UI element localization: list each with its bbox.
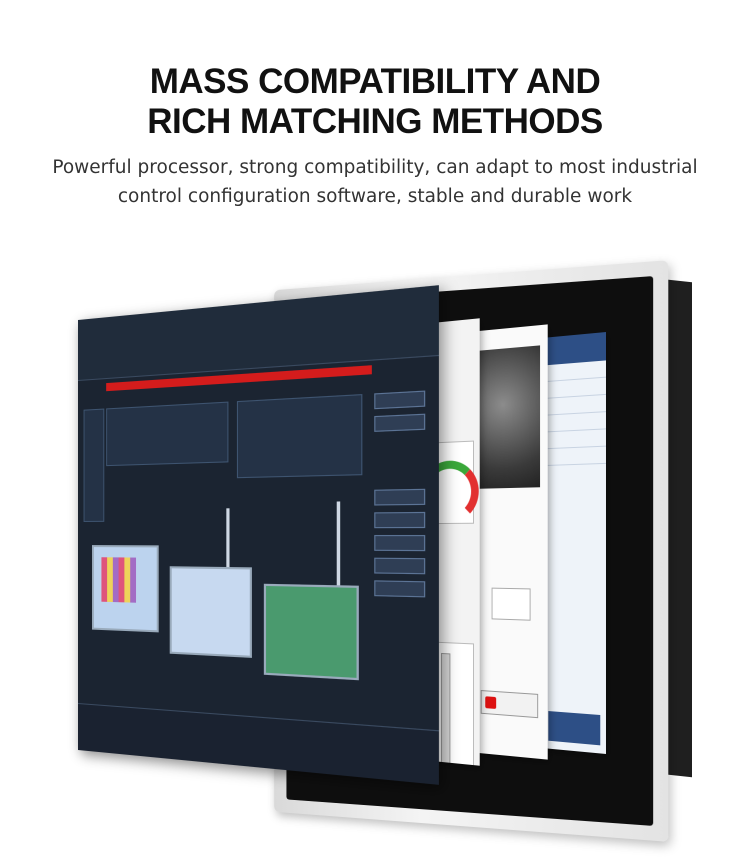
level-tube: [441, 652, 451, 766]
clock-panel: [548, 711, 601, 746]
mode-button: [374, 413, 426, 432]
hmi-topbar: [78, 285, 439, 381]
hmi-footer-nav: [78, 703, 439, 785]
pause-button: [374, 511, 426, 529]
mode-button: [374, 390, 426, 410]
product-illustration: [0, 250, 750, 850]
reset-button: [374, 557, 426, 575]
start-button: [374, 488, 426, 506]
software-screen-xray: [473, 324, 548, 760]
side-box: [83, 408, 105, 522]
subtitle: Powerful processor, strong compatibility…: [30, 153, 720, 211]
data-box: [106, 401, 229, 467]
software-screen-table: [542, 332, 606, 754]
tank: [169, 566, 252, 658]
tank-content: [101, 557, 137, 603]
table-row: [542, 446, 606, 467]
subtitle-line-2: control configuration software, stable a…: [117, 186, 633, 207]
headline-line-1: MASS COMPATIBILITY AND: [149, 62, 601, 101]
cancel-button: [374, 580, 426, 598]
headline-line-2: RICH MATCHING METHODS: [147, 102, 603, 141]
subtitle-line-1: Powerful processor, strong compatibility…: [52, 157, 698, 178]
data-box: [236, 394, 363, 479]
tank: [263, 583, 359, 681]
tank: [91, 545, 159, 633]
headline: MASS COMPATIBILITY AND RICH MATCHING MET…: [0, 62, 750, 142]
stop-button: [374, 535, 426, 552]
hmi-screen: [78, 285, 439, 785]
alarm-button: [480, 690, 539, 719]
dialog-box: [491, 587, 531, 621]
xray-image: [478, 345, 541, 489]
